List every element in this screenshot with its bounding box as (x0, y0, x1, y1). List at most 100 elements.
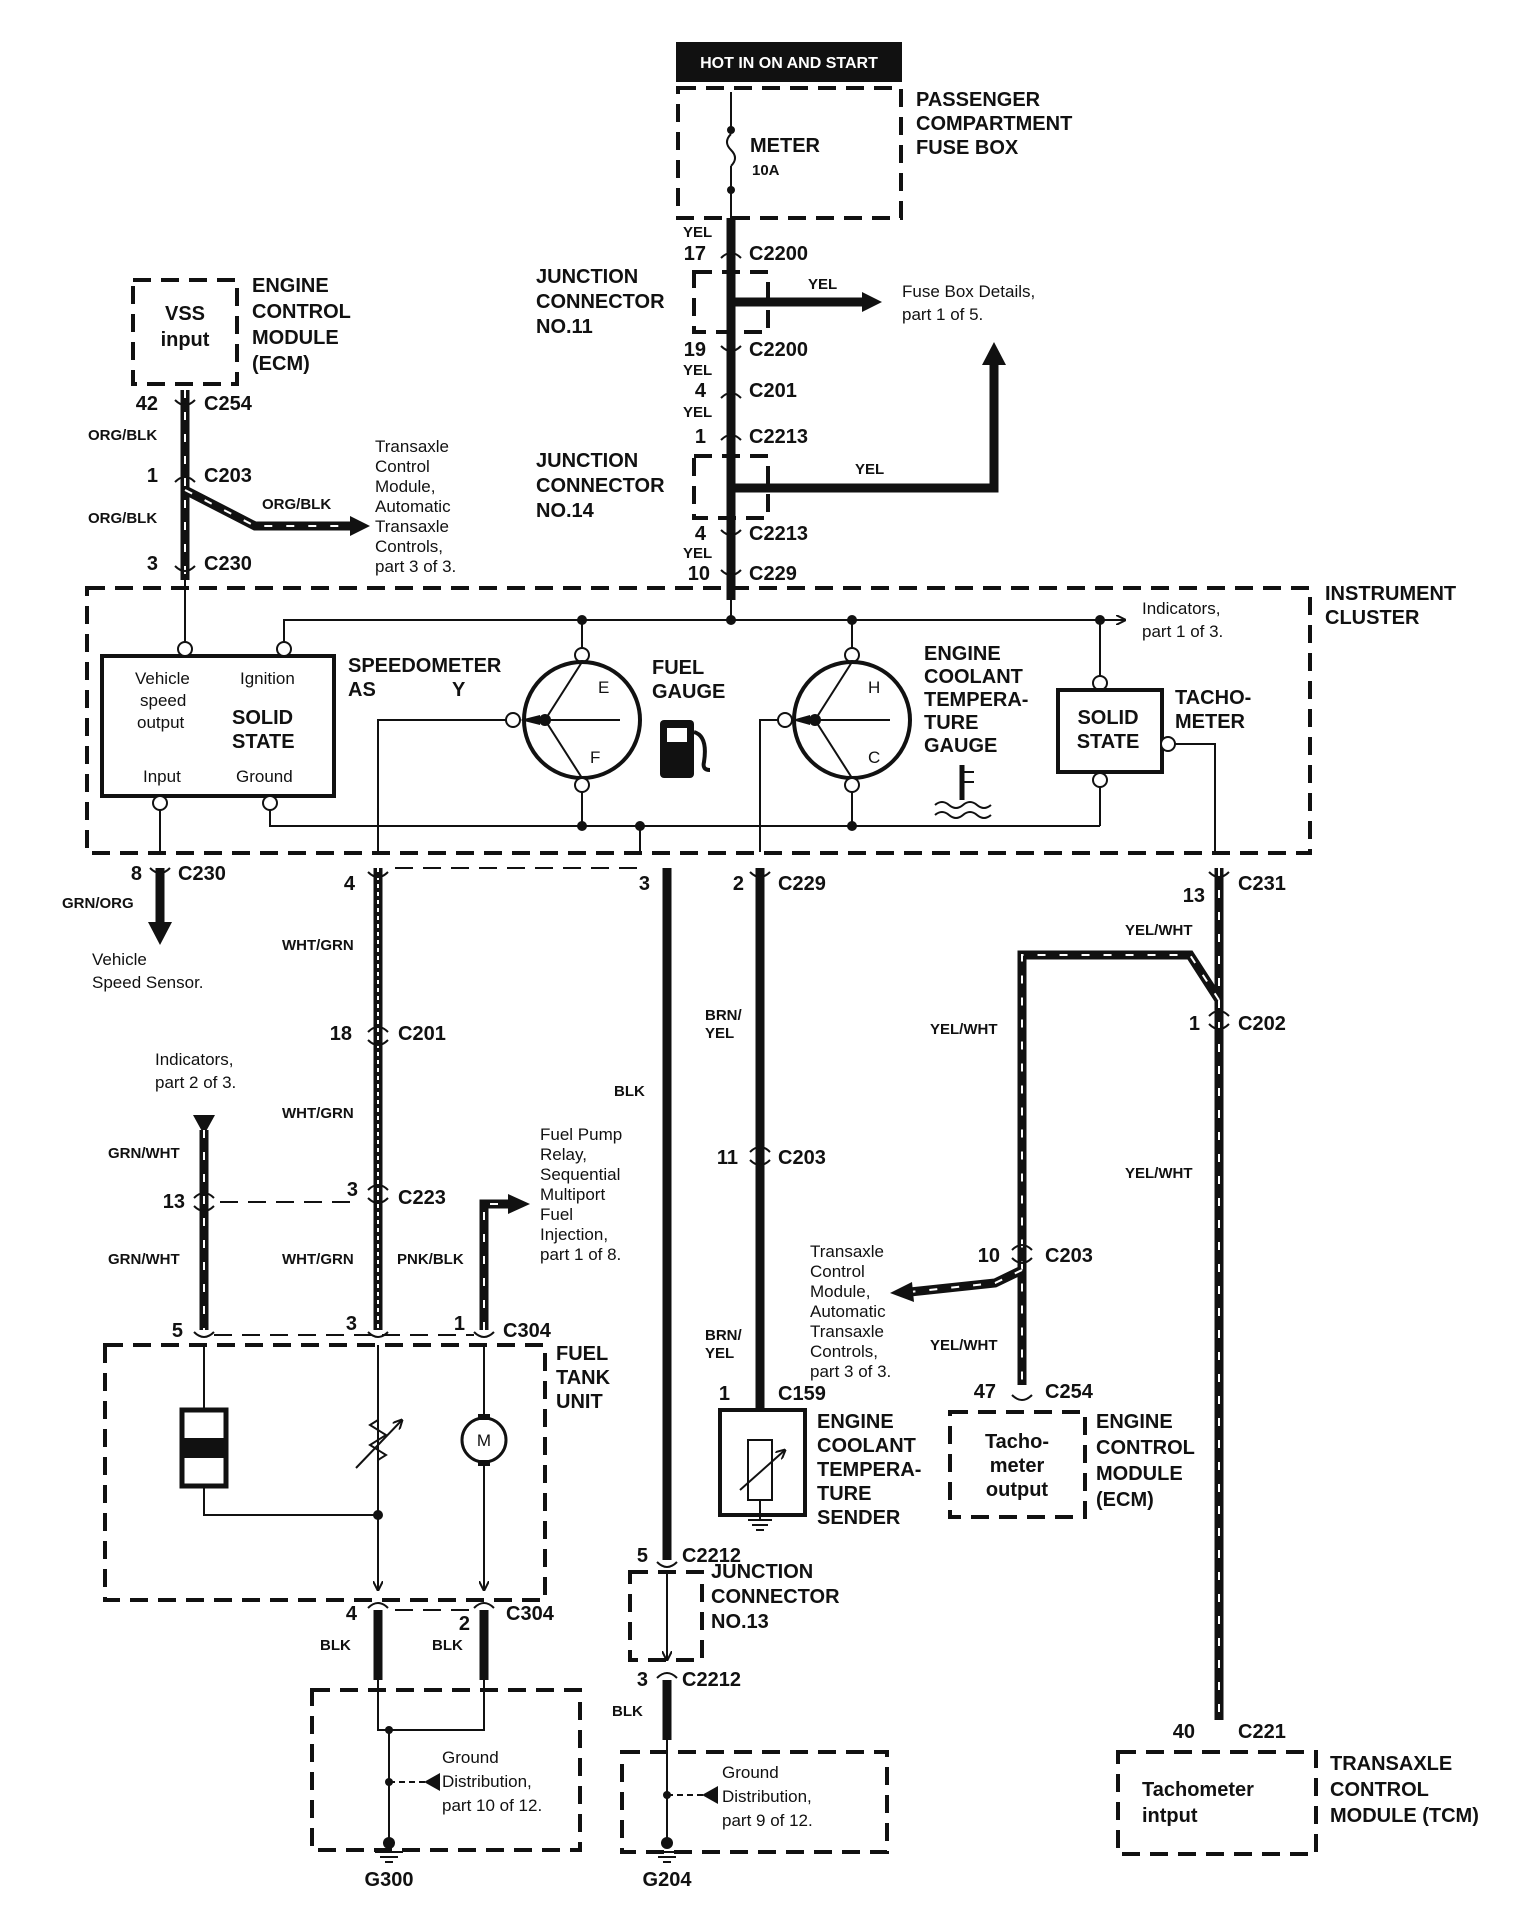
fuel-level-sensor-symbol (179, 1345, 383, 1520)
fuse-rating: 10A (752, 162, 780, 179)
svg-text:47: 47 (974, 1381, 996, 1403)
svg-text:Multiport: Multiport (540, 1185, 605, 1204)
connector-c229-4: 4 (344, 871, 389, 895)
svg-text:40: 40 (1173, 1721, 1195, 1743)
tcm-box-text-1: Tachometer (1142, 1779, 1254, 1801)
ecm-vss-text-2: input (161, 329, 210, 351)
ground-2-ref: Ground Distribution, part 9 of 12. (722, 1763, 813, 1830)
connector-c203-11: 11 C203 (717, 1146, 826, 1169)
connector-c223-13: 13 (163, 1191, 215, 1213)
tcm-ref-1: Transaxle Control Module, Automatic Tran… (375, 437, 456, 576)
svg-text:Automatic: Automatic (810, 1302, 886, 1321)
wire-color-yel-3: YEL (683, 362, 712, 379)
yel-wire-to-fusebox-details (731, 365, 999, 493)
svg-text:Transaxle: Transaxle (375, 437, 449, 456)
svg-text:part 1 of 5.: part 1 of 5. (902, 305, 983, 324)
svg-text:C2212: C2212 (682, 1669, 741, 1691)
svg-text:Automatic: Automatic (375, 497, 451, 516)
wire-color-brn-yel-2: BRN/ YEL (705, 1327, 742, 1362)
svg-text:GAUGE: GAUGE (924, 735, 997, 757)
svg-text:5: 5 (637, 1545, 648, 1567)
svg-text:GAUGE: GAUGE (652, 681, 725, 703)
svg-text:AS: AS (348, 679, 376, 701)
svg-text:C203: C203 (1045, 1245, 1093, 1267)
wire-color-org-blk-3: ORG/BLK (88, 510, 157, 527)
ecm-vss-input-box (131, 278, 239, 386)
fuel-gauge-title: FUEL GAUGE (652, 657, 725, 703)
svg-text:C223: C223 (398, 1187, 446, 1209)
variable-resistor-symbol (355, 1345, 402, 1590)
wire-color-org-blk-1: ORG/BLK (88, 427, 157, 444)
wire-color-pnk-blk: PNK/BLK (397, 1251, 464, 1268)
svg-text:C304: C304 (503, 1320, 552, 1342)
connector-c223-3: 3 C223 (347, 1179, 446, 1209)
connector-c254-47: 47 C254 (974, 1381, 1094, 1403)
tachometer-solid-state: SOLID STATE (1056, 620, 1216, 852)
svg-text:Fuel Pump: Fuel Pump (540, 1125, 622, 1144)
svg-text:output: output (137, 713, 185, 732)
svg-text:SOLID: SOLID (232, 707, 293, 729)
svg-text:C: C (868, 748, 880, 767)
svg-text:CLUSTER: CLUSTER (1325, 607, 1420, 629)
svg-text:ENGINE: ENGINE (817, 1411, 894, 1433)
coolant-sender-symbol (739, 1439, 785, 1531)
instrument-cluster-title: INSTRUMENT CLUSTER (1325, 583, 1456, 629)
wire-color-yel-4: YEL (683, 404, 712, 421)
svg-text:CONNECTOR: CONNECTOR (711, 1586, 840, 1608)
wire-color-blk-3: BLK (432, 1637, 463, 1654)
svg-text:MODULE (TCM): MODULE (TCM) (1330, 1805, 1479, 1827)
svg-text:Controls,: Controls, (810, 1342, 878, 1361)
svg-text:INSTRUMENT: INSTRUMENT (1325, 583, 1456, 605)
pnk-blk-wire (479, 1199, 510, 1330)
svg-text:Transaxle: Transaxle (375, 517, 449, 536)
ground-2-outline (620, 1750, 889, 1854)
svg-text:(ECM): (ECM) (1096, 1489, 1154, 1511)
svg-text:Y: Y (452, 679, 466, 701)
svg-text:3: 3 (346, 1313, 357, 1335)
svg-text:C203: C203 (778, 1147, 826, 1169)
svg-text:2: 2 (733, 873, 744, 895)
svg-text:3: 3 (347, 1179, 358, 1201)
svg-text:FUEL: FUEL (556, 1343, 608, 1365)
svg-text:TANK: TANK (556, 1367, 611, 1389)
svg-text:Fuse Box Details,: Fuse Box Details, (902, 282, 1035, 301)
connector-c254-top: 42 C254 (136, 393, 253, 415)
junction-11-title: JUNCTION CONNECTOR NO.11 (536, 266, 665, 338)
wire-color-grn-wht-1: GRN/WHT (108, 1145, 180, 1162)
svg-text:BRN/: BRN/ (705, 1007, 742, 1024)
connector-c230-top: 3 C230 (147, 553, 252, 575)
svg-text:C230: C230 (178, 863, 226, 885)
connector-c2200-bottom: 19 C2200 (684, 339, 808, 361)
connector-c201-top: 4 C201 (695, 380, 797, 402)
svg-text:10: 10 (978, 1245, 1000, 1267)
connector-c2213-bottom: 4 C2213 (695, 523, 808, 545)
svg-text:BRN/: BRN/ (705, 1327, 742, 1344)
ecm-top-title: ENGINE CONTROL MODULE (ECM) (252, 275, 351, 375)
svg-text:4: 4 (695, 380, 707, 402)
tcm-ref-2: Transaxle Control Module, Automatic Tran… (810, 1242, 891, 1381)
svg-text:part 9 of 12.: part 9 of 12. (722, 1811, 813, 1830)
svg-text:CONTROL: CONTROL (1096, 1437, 1195, 1459)
wire-color-yel-2: YEL (808, 276, 837, 293)
svg-text:part 3 of 3.: part 3 of 3. (375, 557, 456, 576)
svg-text:Relay,: Relay, (540, 1145, 587, 1164)
connector-c229-3: 3 (639, 873, 650, 895)
connector-c203-top: 1 C203 (147, 465, 252, 487)
coolant-sender-title: ENGINE COOLANT TEMPERA- TURE SENDER (817, 1411, 921, 1529)
wire-color-org-blk-2: ORG/BLK (262, 496, 331, 513)
indicators-ref-1: Indicators, part 1 of 3. (1142, 599, 1223, 641)
coolant-temperature-gauge: H C (777, 620, 912, 826)
connector-c230-bottom: 8 C230 (131, 863, 226, 885)
hot-label: HOT IN ON AND START (700, 55, 878, 72)
svg-text:Speed Sensor.: Speed Sensor. (92, 973, 204, 992)
arrow-fuel-pump-ref (508, 1194, 530, 1214)
svg-text:Fuel: Fuel (540, 1205, 573, 1224)
svg-text:Control: Control (810, 1262, 865, 1281)
svg-text:C203: C203 (204, 465, 252, 487)
connector-c2213-top: 1 C2213 (695, 426, 808, 448)
svg-text:METER: METER (1175, 711, 1246, 733)
tcm-title: TRANSAXLE CONTROL MODULE (TCM) (1330, 1753, 1479, 1827)
fuel-gauge: E F (505, 620, 642, 826)
svg-text:ENGINE: ENGINE (1096, 1411, 1173, 1433)
coolant-icon (934, 765, 992, 819)
